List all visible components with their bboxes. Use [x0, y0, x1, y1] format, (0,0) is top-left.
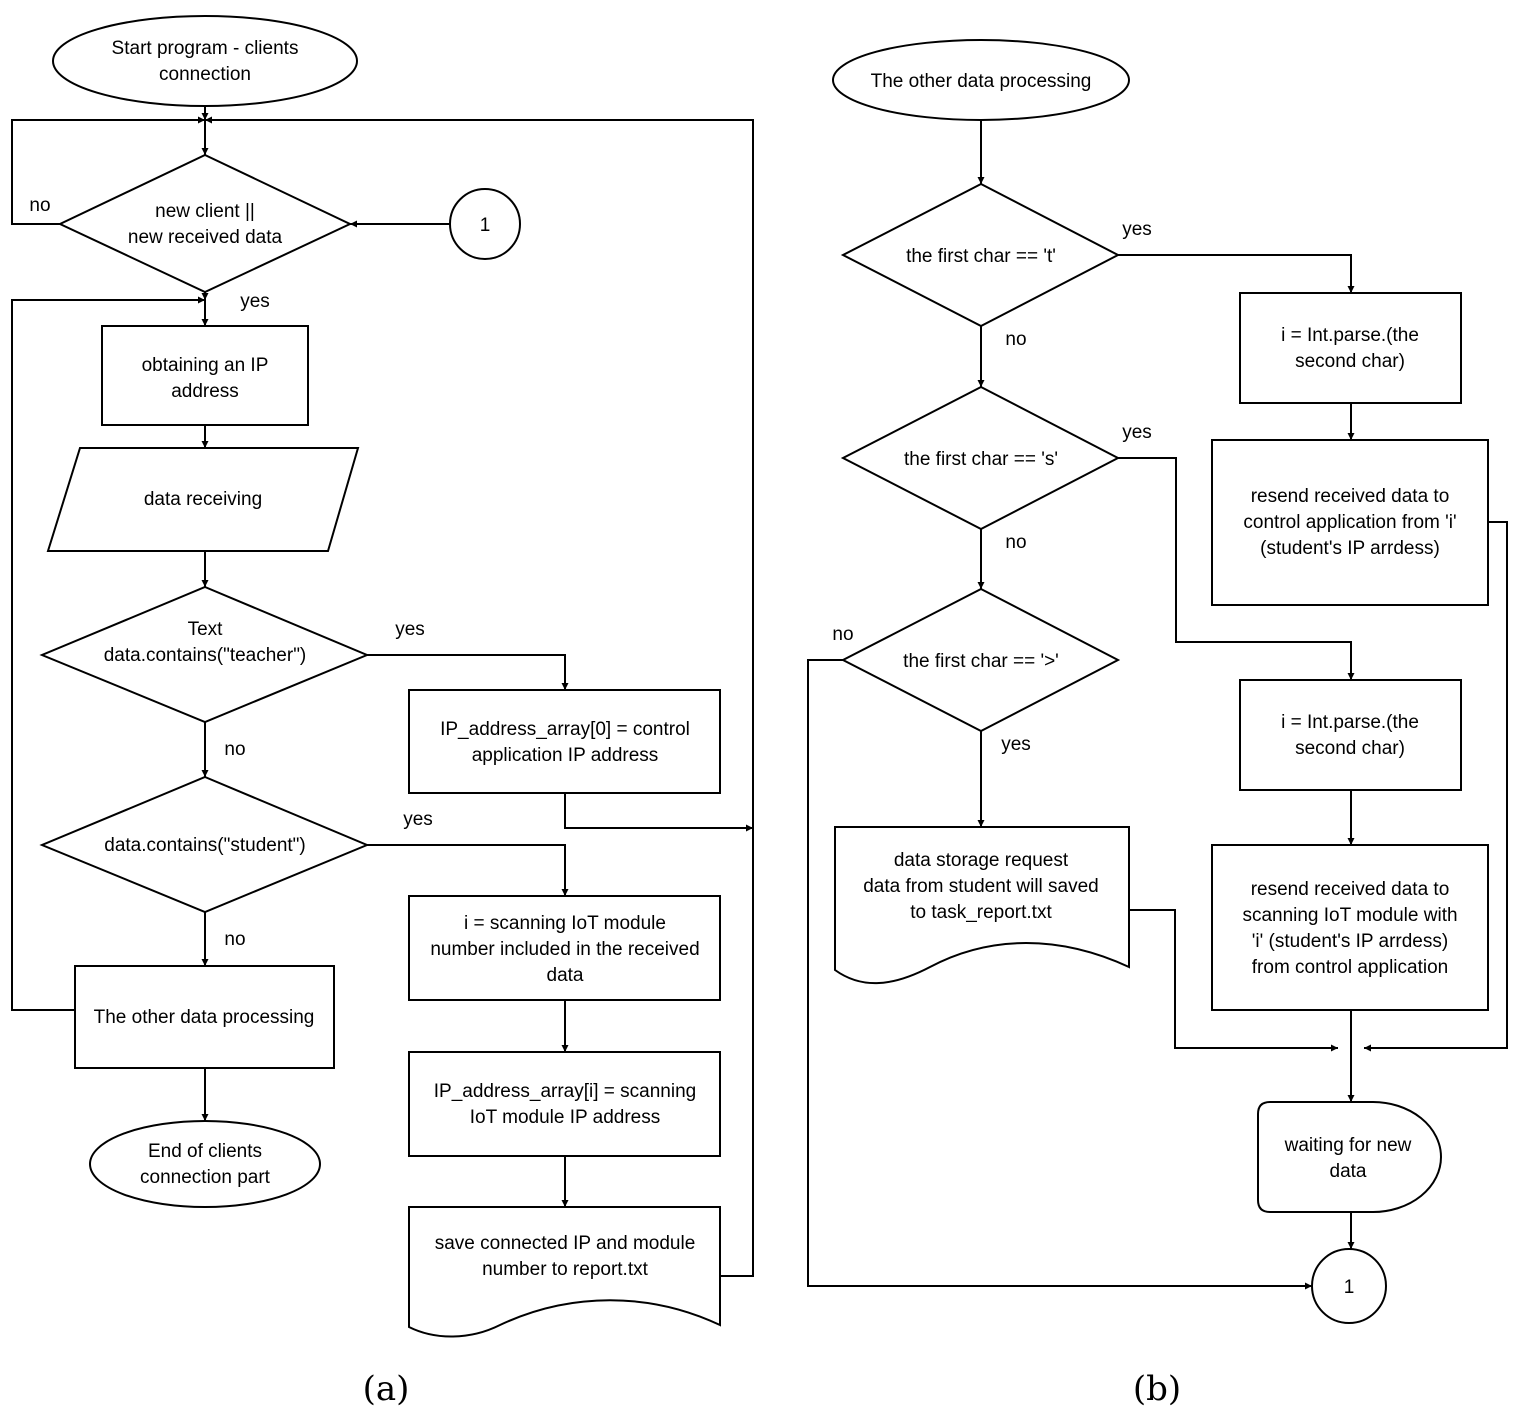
- other-processing-label: The other data processing: [94, 1007, 315, 1028]
- teacher-action-node: [408, 689, 721, 794]
- no-t-label: no: [1005, 329, 1026, 350]
- waiting-label-line1: waiting for new: [1284, 1135, 1412, 1156]
- connector-end-label: 1: [1344, 1277, 1355, 1298]
- student-addr-label-line1: IP_address_array[i] = scanning: [434, 1081, 696, 1102]
- parse-t-node: [1239, 292, 1462, 404]
- data-receiving-label: data receiving: [144, 489, 262, 510]
- storage-node: [834, 826, 1130, 985]
- parse-s-label-line1: i = Int.parse.(the: [1281, 712, 1419, 733]
- start-label-line2: connection: [159, 64, 251, 85]
- storage-label-line2: data from student will saved: [863, 876, 1099, 897]
- no-loop-label: no: [29, 195, 50, 216]
- edge-return-loop: [205, 116, 754, 1277]
- resend-t-label-line1: resend received data to: [1251, 486, 1450, 507]
- decision-new-label-line2: new received data: [128, 227, 283, 248]
- decision-s-label: the first char == 's': [904, 449, 1058, 470]
- parse-s-node: [1239, 679, 1462, 791]
- decision-t-label: the first char == 't': [906, 246, 1056, 267]
- panel-a: Start program - clients connection new c…: [11, 15, 754, 1409]
- edge-teacher-yes: [367, 654, 569, 690]
- student-i-label-line3: data: [547, 965, 584, 986]
- student-address-node: [408, 1051, 721, 1157]
- parse-t-label-line2: second char): [1295, 351, 1405, 372]
- yes-student-label: yes: [403, 809, 433, 830]
- student-addr-label-line2: IoT module IP address: [470, 1107, 660, 1128]
- edge-student-yes: [367, 844, 569, 896]
- storage-label-line1: data storage request: [894, 850, 1069, 871]
- obtain-ip-label-line2: address: [171, 381, 239, 402]
- decision-teacher-label-line1: Text: [188, 619, 224, 640]
- waiting-label-line2: data: [1330, 1161, 1367, 1182]
- panel-b-label: (b): [1133, 1369, 1181, 1409]
- edge-storage-to-merge: [1129, 909, 1338, 1052]
- parse-s-label-line2: second char): [1295, 738, 1405, 759]
- yes-s-label: yes: [1122, 422, 1152, 443]
- start-label-line1: Start program - clients: [112, 38, 299, 59]
- decision-new-label-line1: new client ||: [155, 201, 255, 222]
- teacher-action-label-line1: IP_address_array[0] = control: [440, 719, 690, 740]
- save-report-label-line1: save connected IP and module: [435, 1233, 696, 1254]
- resend-s-node: [1211, 844, 1489, 1011]
- decision-new-client-node: [57, 153, 353, 294]
- obtaining-ip-node: [101, 325, 309, 426]
- edge-no-loop: [11, 116, 205, 225]
- waiting-node: [1257, 1101, 1442, 1213]
- obtain-ip-label-line1: obtaining an IP: [142, 355, 269, 376]
- yes-t-label: yes: [1122, 219, 1152, 240]
- decision-student-label: data.contains("student"): [104, 835, 306, 856]
- resend-s-label-line3: 'i' (student's IP arrdess): [1252, 931, 1448, 952]
- end-clients-connection-node: [89, 1120, 321, 1208]
- no-s-label: no: [1005, 532, 1026, 553]
- save-report-node: [408, 1206, 721, 1338]
- end-label-line1: End of clients: [148, 1141, 262, 1162]
- storage-label-line3: to task_report.txt: [910, 902, 1052, 923]
- yes-gt-label: yes: [1001, 734, 1031, 755]
- panel-a-label: (a): [363, 1369, 410, 1409]
- no-teacher-label: no: [224, 739, 245, 760]
- panel-b: The other data processing the first char…: [807, 39, 1508, 1409]
- yes-new-label: yes: [240, 291, 270, 312]
- teacher-action-label-line2: application IP address: [472, 745, 659, 766]
- resend-t-label-line3: (student's IP arrdess): [1260, 538, 1440, 559]
- start-clients-connection-node: [52, 15, 358, 107]
- save-report-label-line2: number to report.txt: [482, 1259, 649, 1280]
- edge-t-yes: [1118, 254, 1355, 293]
- end-label-line2: connection part: [140, 1167, 271, 1188]
- resend-t-node: [1211, 439, 1489, 606]
- student-i-label-line1: i = scanning IoT module: [464, 913, 666, 934]
- data-receiving-node: [46, 447, 360, 552]
- decision-gt-label: the first char == '>': [903, 651, 1059, 672]
- other-start-label: The other data processing: [871, 71, 1092, 92]
- student-i-label-line2: number included in the received: [430, 939, 699, 960]
- student-module-number-node: [408, 895, 721, 1001]
- resend-t-label-line2: control application from 'i': [1243, 512, 1456, 533]
- edge-teacher-to-return: [564, 793, 753, 832]
- edge-resend-t-to-merge: [1364, 521, 1508, 1052]
- no-student-label: no: [224, 929, 245, 950]
- resend-s-label-line4: from control application: [1252, 957, 1448, 978]
- parse-t-label-line1: i = Int.parse.(the: [1281, 325, 1419, 346]
- decision-teacher-label-line2: data.contains("teacher"): [104, 645, 307, 666]
- edge-gt-no: [807, 659, 1312, 1290]
- edge-s-yes: [1118, 457, 1355, 680]
- edge-other-loop: [11, 296, 205, 1011]
- resend-s-label-line1: resend received data to: [1251, 879, 1450, 900]
- resend-s-label-line2: scanning IoT module with: [1242, 905, 1457, 926]
- yes-teacher-label: yes: [395, 619, 425, 640]
- no-gt-label: no: [832, 624, 853, 645]
- connector-label: 1: [480, 215, 491, 236]
